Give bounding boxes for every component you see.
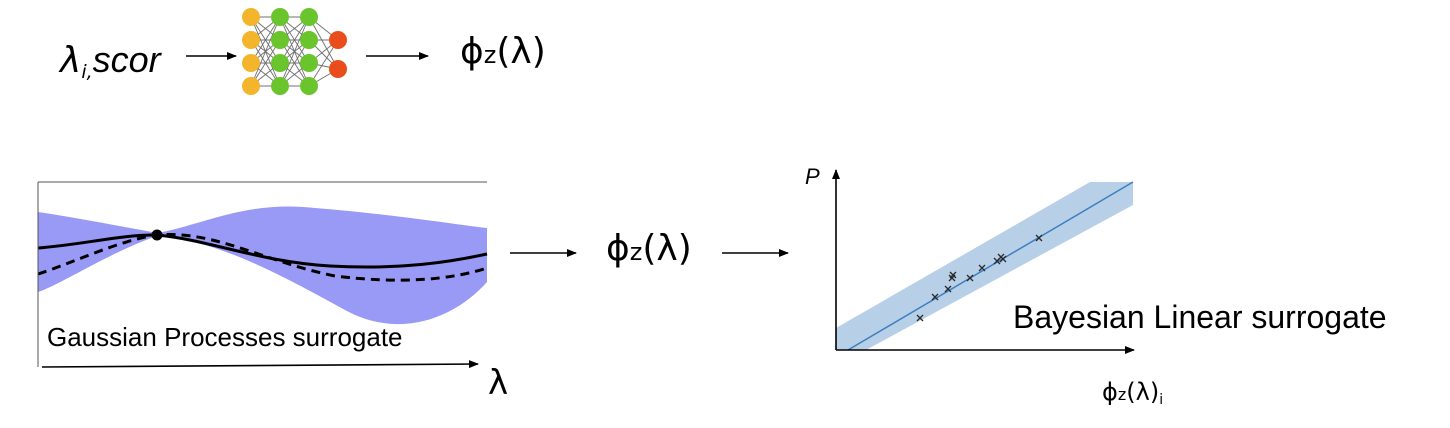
blr-data-point [916,314,924,322]
network-output-node [329,31,347,49]
network-hidden-node [271,77,289,95]
network-hidden-node [300,8,318,26]
input-scor-text: scor [92,39,161,80]
network-output-node [329,60,347,78]
blr-x-label: ϕz(λ)i [1102,380,1163,407]
network-hidden-node [300,31,318,49]
network-input-node [242,77,260,95]
input-lambda: λ [60,40,82,81]
phi-symbol: ϕ [606,228,630,269]
gp-axis-label: λ [488,363,509,403]
features-label: ϕz(λ) [606,231,692,267]
network-hidden-node [271,31,289,49]
network-edge [308,16,339,70]
blr-data-point [978,264,986,272]
phi-symbol: ϕ [460,31,484,72]
input-subscript: i, [81,61,93,83]
network-hidden-node [300,77,318,95]
phi-subscript: z [1117,385,1127,404]
blr-data-point [949,271,957,279]
network-edge [279,16,310,64]
network-hidden-node [271,54,289,72]
gp-true-function [37,232,488,282]
network-edge [279,16,310,87]
network-edge [250,16,281,64]
gp-caption: Gaussian Processes surrogate [47,322,403,352]
input-label: λi,scor [60,42,161,82]
blr-y-label: P [805,164,820,189]
network-input-node [242,31,260,49]
neural-network-icon [242,8,347,95]
blr-data-point [931,293,939,301]
blr-data-points [916,234,1043,322]
network-hidden-node [271,8,289,26]
phi-argument: (λ) [496,31,546,72]
network-edge [308,39,339,87]
blr-data-point [966,274,974,282]
network-edge [279,39,310,87]
blr-regression-line [847,181,1134,351]
gp-plot [37,181,488,369]
network-hidden-node [300,54,318,72]
network-input-node [242,8,260,26]
blr-caption: Bayesian Linear surrogate [1013,299,1387,335]
phi-subscript: z [629,238,643,266]
blr-data-point [1035,234,1043,242]
phi-subscript: z [483,41,497,69]
blr-data-point [999,255,1007,263]
gp-observation-point [151,229,163,241]
network-output-label: ϕz(λ) [460,34,546,70]
phi-symbol: ϕ [1102,378,1118,406]
phi-argument: (λ) [1126,378,1160,406]
gp-x-axis [41,360,479,369]
network-edge [250,39,281,87]
gp-posterior-mean [37,233,488,269]
phi-argument: (λ) [642,228,692,269]
network-input-node [242,54,260,72]
network-edge [250,16,281,87]
phi-index: i [1159,392,1164,408]
blr-data-point [944,285,952,293]
blr-plot [832,169,1135,354]
